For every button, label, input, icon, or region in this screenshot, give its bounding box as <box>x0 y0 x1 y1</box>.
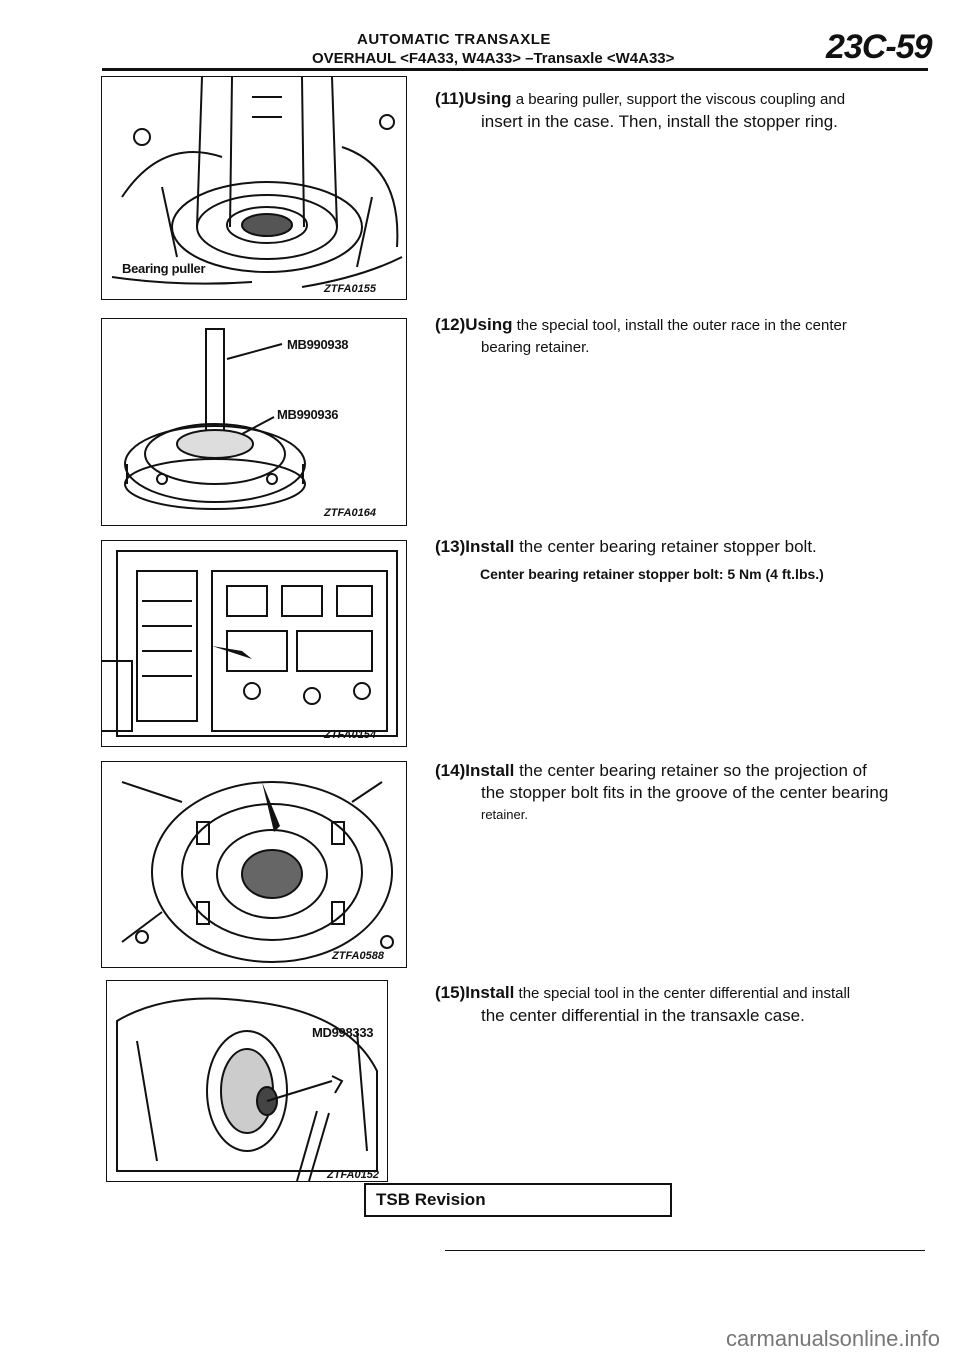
figure-bearing-puller-drawing <box>111 77 403 288</box>
step-14: (14)Install the center bearing retainer … <box>435 760 925 826</box>
figure-bearing-retainer-drawing <box>121 781 394 963</box>
step-text: a bearing puller, support the viscous co… <box>511 91 846 108</box>
step-text-continued: the center differential in the transaxle… <box>481 1006 805 1025</box>
step-text-continued: insert in the case. Then, install the st… <box>481 112 838 131</box>
figure-center-differential: MD998333 ZTFA0152 <box>106 980 388 1182</box>
step-11: (11)Using a bearing puller, support the … <box>435 88 925 133</box>
step-number: (14) <box>435 761 466 780</box>
step-text: the special tool in the center different… <box>514 985 851 1002</box>
step-text-continued: bearing retainer. <box>481 339 590 356</box>
step-text: the special tool, install the outer race… <box>512 317 847 334</box>
step-15: (15)Install the special tool in the cent… <box>435 982 925 1027</box>
step-number: (13) <box>435 537 466 556</box>
figure-code: ZTFA0154 <box>324 729 376 741</box>
step-number: (12) <box>435 315 466 334</box>
figure-special-tool: MB990938 MB990936 ZTFA0164 <box>101 318 407 526</box>
step-text-continued: the stopper bolt fits in the groove of t… <box>481 783 889 802</box>
footer-label: TSB Revision <box>376 1190 486 1209</box>
step-text-continued-2: retainer. <box>481 807 528 822</box>
step-verb: Using <box>465 315 513 334</box>
figure-code: ZTFA0152 <box>327 1169 379 1181</box>
footer-rule <box>445 1250 925 1251</box>
figure-callout-primary: MB990938 <box>287 337 349 352</box>
page-code: 23C-59 <box>826 28 933 66</box>
step-verb: Install <box>465 537 515 556</box>
step-text: the center bearing retainer so the proje… <box>514 761 867 780</box>
figure-bearing-puller: Bearing puller ZTFA0155 <box>101 76 407 300</box>
figure-bearing-retainer: ZTFA0588 <box>101 761 407 968</box>
step-text: the center bearing retainer stopper bolt… <box>514 537 817 556</box>
torque-spec: Center bearing retainer stopper bolt: 5 … <box>480 566 824 582</box>
figure-callout-secondary: MB990936 <box>277 407 339 422</box>
figure-stopper-bolt: ZTFA0154 <box>101 540 407 747</box>
step-number: (15) <box>435 983 466 1002</box>
step-number: (11) <box>435 89 465 108</box>
step-verb: Install <box>465 761 515 780</box>
step-verb: Using <box>464 89 512 108</box>
header-title: AUTOMATIC TRANSAXLE <box>357 31 551 48</box>
figure-code: ZTFA0155 <box>324 283 376 295</box>
watermark: carmanualsonline.info <box>725 1326 940 1351</box>
header-rule <box>102 68 928 71</box>
figure-callout: MD998333 <box>312 1025 374 1040</box>
figure-stopper-bolt-drawing <box>102 550 398 737</box>
figure-code: ZTFA0164 <box>324 507 376 519</box>
footer-tsb-box: TSB Revision <box>364 1183 672 1217</box>
step-verb: Install <box>465 983 515 1002</box>
figure-special-tool-drawing <box>124 328 306 510</box>
step-13: (13)Install the center bearing retainer … <box>435 536 925 558</box>
figure-center-differential-drawing <box>116 997 378 1181</box>
figure-code: ZTFA0588 <box>332 950 384 962</box>
figure-callout: Bearing puller <box>122 261 206 276</box>
header-subtitle: OVERHAUL <F4A33, W4A33> –Transaxle <W4A3… <box>312 50 675 67</box>
step-12: (12)Using the special tool, install the … <box>435 314 925 359</box>
